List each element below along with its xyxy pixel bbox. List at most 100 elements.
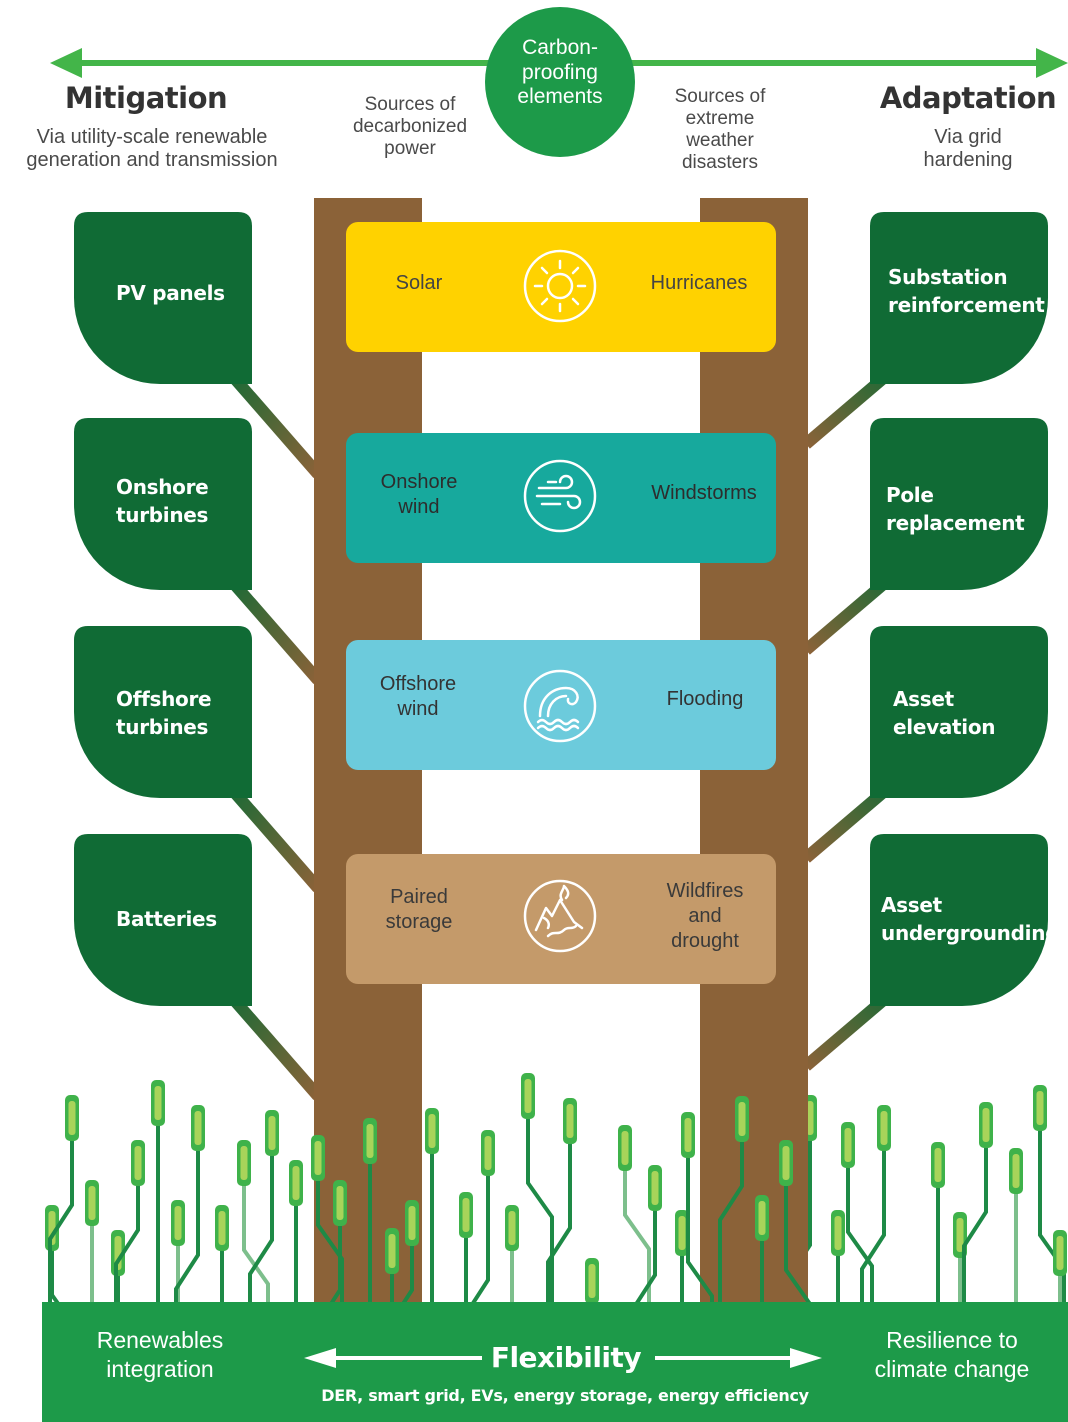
leaf-right-1 [870,212,1048,384]
grass-stem [686,1152,714,1302]
rung-right-hurricanes: Hurricanes [650,272,748,294]
right-column-label: Sources of extreme weather disasters [674,86,766,173]
grass-bud-highlight [782,1146,790,1180]
grass-stem [526,1113,554,1302]
rung-band-1 [346,222,776,352]
grass-stem [464,1170,490,1321]
grass-bud-highlight [484,1136,492,1170]
grass-bud-highlight [684,1118,692,1152]
grass-bud-highlight [621,1131,629,1165]
leaf-label-substation-reinforcement: Substation reinforcement [888,265,1045,317]
ladder-rungs [346,222,776,984]
grass-stem [48,1135,74,1302]
rung-left-paired-storage: Paired storage [385,886,453,933]
grass-stem [718,1136,744,1302]
grass-bud-highlight [956,1218,964,1252]
grass-bud-highlight [806,1101,814,1135]
grass-bud-highlight [738,1102,746,1136]
grass-stem [1038,1125,1066,1302]
grass-bud-highlight [566,1104,574,1138]
left-column-label: Sources of decarbonized power [352,94,468,159]
wildfire-mountain-icon [522,878,598,954]
rung-band-3 [346,640,776,770]
leaf-left-2 [74,418,252,590]
wave-icon [522,668,598,744]
rung-right-flooding: Flooding [666,688,744,710]
footer-band [42,1302,1068,1422]
center-circle-label: Carbon- proofing elements [517,36,603,109]
leaf-right-2 [870,418,1048,590]
grass-bud-highlight [844,1128,852,1162]
footer-flexibility-subtitle: DER, smart grid, EVs, energy storage, en… [321,1386,809,1405]
grass-bud-highlight [292,1166,300,1200]
grass-bud-highlight [154,1086,162,1120]
grass-bud-highlight [934,1148,942,1182]
grass-stem [174,1145,200,1302]
rung-band-2 [346,433,776,563]
grass-bud-highlight [174,1206,182,1240]
grass-bud-highlight [508,1211,516,1245]
footer-left-label: Renewables integration [96,1327,224,1382]
grass-bud-highlight [88,1186,96,1220]
rung-left-onshore-wind: Onshore wind [380,471,458,518]
rung-right-wildfires-drought: Wildfires and drought [666,880,744,952]
grass-bud-highlight [388,1234,396,1268]
rung-left-solar: Solar [395,272,443,294]
grass-bud-highlight [194,1111,202,1145]
grass-bud-highlight [1056,1236,1064,1270]
grass-bud-highlight [524,1079,532,1113]
adaptation-subtitle: Via grid hardening [923,126,1013,171]
grass-stem [962,1142,988,1302]
grass-bud-highlight [651,1171,659,1205]
leaf-label-asset-undergrounding: Asset undergrounding [881,893,1060,945]
grass-bud-highlight [834,1216,842,1250]
grass-stems [45,1073,1067,1422]
footer-flexibility-title: Flexibility [490,1341,642,1374]
grass-bud-highlight [982,1108,990,1142]
grass-bud-highlight [336,1186,344,1220]
leaf-label-asset-elevation: Asset elevation [893,687,996,739]
footer-right-label: Resilience to climate change [874,1327,1030,1382]
mitigation-subtitle: Via utility-scale renewable generation a… [26,126,278,171]
rung-left-offshore-wind: Offshore wind [379,673,457,720]
grass-bud-highlight [880,1111,888,1145]
center-circle [485,7,635,157]
rung-band-4 [346,854,776,984]
leaf-label-onshore-turbines: Onshore turbines [116,475,209,527]
grass-stem [114,1180,140,1302]
grass-bud-highlight [134,1146,142,1180]
grass-bud-highlight [678,1216,686,1250]
footer-arrows [304,1348,822,1368]
grass-bud-highlight [68,1101,76,1135]
grass-bud-highlight [218,1211,226,1245]
leaf-label-offshore-turbines: Offshore turbines [116,687,212,739]
leaf-label-pv-panels: PV panels [116,281,225,305]
sun-icon [522,248,598,324]
grass-bud-highlight [462,1198,470,1232]
grass-stem [860,1145,886,1302]
grass-stem [631,1205,657,1316]
grass-bud-highlight [758,1201,766,1235]
adaptation-title: Adaptation [879,81,1057,115]
grass-bud-highlight [428,1114,436,1148]
grass-bud-highlight [1012,1154,1020,1188]
grass-stem [546,1138,572,1302]
grass-bud-highlight [1036,1091,1044,1125]
leaf-left-4 [74,834,252,1006]
grass-stem [248,1150,274,1302]
grass-stem [846,1162,874,1302]
leaf-left-3 [74,626,252,798]
leaf-label-pole-replacement: Pole replacement [886,483,1025,535]
grass-stem [623,1165,651,1302]
leaf-right-4 [870,834,1048,1006]
grass-bud-highlight [588,1264,596,1298]
grass-stem [242,1180,270,1302]
grass-bud-highlight [314,1141,322,1175]
leaves [74,212,1048,1006]
wind-icon [522,458,598,534]
leaf-right-3 [870,626,1048,798]
grass-bud-highlight [408,1206,416,1240]
mitigation-title: Mitigation [64,81,228,115]
